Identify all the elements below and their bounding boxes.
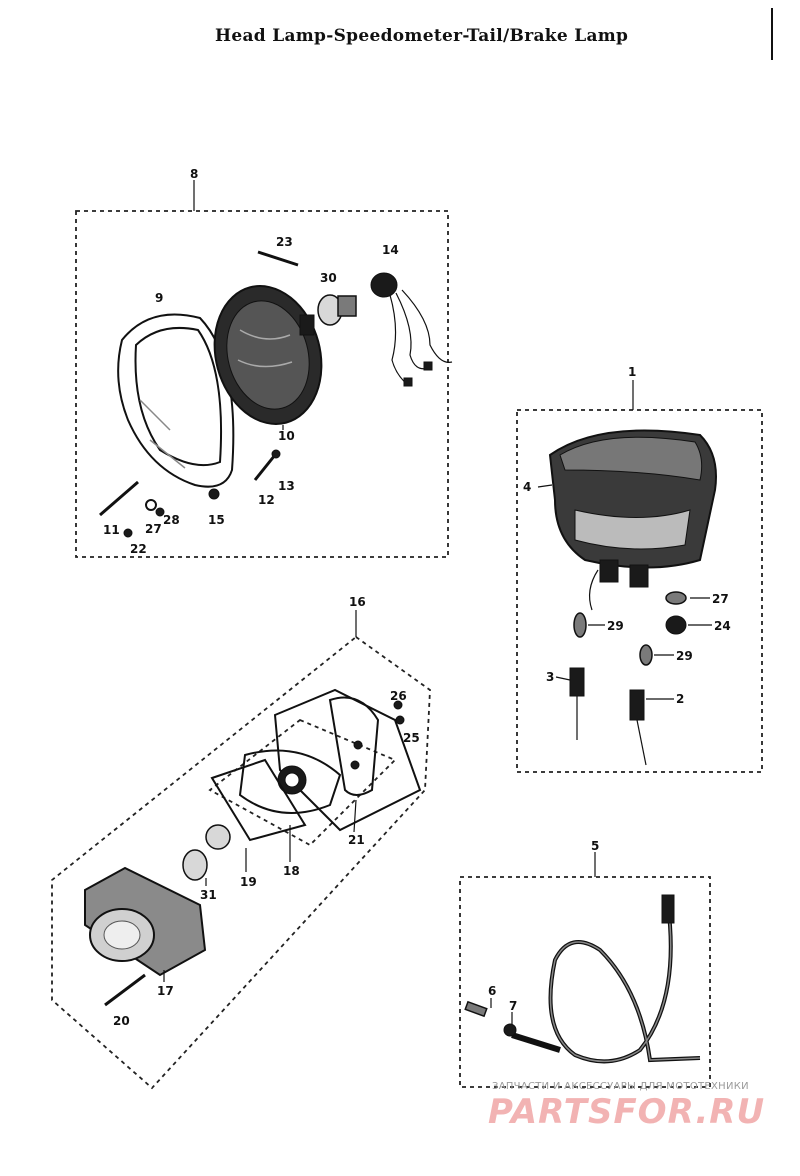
headlamp-rim xyxy=(117,313,235,488)
lock-washer xyxy=(123,528,133,538)
callout-25: 25 xyxy=(403,731,420,745)
socket-3 xyxy=(569,667,585,740)
callout-30: 30 xyxy=(320,271,337,285)
tail-bulb xyxy=(182,824,231,881)
callout-31: 31 xyxy=(200,888,217,902)
headlamp-unit xyxy=(213,285,323,425)
washer xyxy=(145,499,157,511)
callout-22: 22 xyxy=(130,542,147,556)
bolt-26 xyxy=(393,700,403,710)
callout-27b: 27 xyxy=(712,592,729,606)
callout-7: 7 xyxy=(509,999,517,1013)
spring xyxy=(271,449,281,459)
nut xyxy=(208,488,220,500)
callout-1: 1 xyxy=(628,365,636,379)
lens-screw xyxy=(104,973,146,1007)
callout-13: 13 xyxy=(278,479,295,493)
callout-5: 5 xyxy=(591,839,599,853)
callout-29b: 29 xyxy=(676,649,693,663)
nut-small xyxy=(155,507,165,517)
callout-16: 16 xyxy=(349,595,366,609)
mounting-bolt xyxy=(99,480,139,517)
callout-23: 23 xyxy=(276,235,293,249)
callout-12: 12 xyxy=(258,493,275,507)
adjust-screw xyxy=(253,454,277,481)
callout-24: 24 xyxy=(714,619,731,633)
callout-6: 6 xyxy=(488,984,496,998)
headlamp-group xyxy=(75,180,453,558)
nut-25 xyxy=(395,715,405,725)
taillamp-group xyxy=(51,610,431,1090)
watermark-logo: PARTSFOR.RU xyxy=(488,1092,766,1132)
callout-11: 11 xyxy=(103,523,120,537)
taillamp-box xyxy=(51,635,431,1090)
callout-26: 26 xyxy=(390,689,407,703)
pin xyxy=(257,250,299,267)
speedometer-cable xyxy=(511,894,701,1064)
callouts: 8 9 23 30 14 10 13 12 15 11 27 28 22 1 4… xyxy=(103,167,731,1028)
cable-washer xyxy=(503,1023,517,1037)
callout-20: 20 xyxy=(113,1014,130,1028)
cable-box xyxy=(459,876,711,1088)
lamp-gasket xyxy=(210,758,307,842)
callout-3: 3 xyxy=(546,670,554,684)
bulb-a xyxy=(573,612,587,638)
callout-2: 2 xyxy=(676,692,684,706)
callout-28: 28 xyxy=(163,513,180,527)
tail-lens xyxy=(84,866,207,977)
speedometer-box xyxy=(516,409,763,773)
callout-8: 8 xyxy=(190,167,198,181)
callout-14: 14 xyxy=(382,243,399,257)
bulb-socket xyxy=(370,272,453,387)
callout-27a: 27 xyxy=(145,522,162,536)
headlamp-bulb xyxy=(317,294,357,326)
cushion xyxy=(665,615,687,635)
callout-19: 19 xyxy=(240,875,257,889)
callout-15: 15 xyxy=(208,513,225,527)
speedometer-body xyxy=(548,429,717,611)
headlamp-box xyxy=(75,210,449,558)
license-bracket xyxy=(273,688,422,832)
grommet xyxy=(665,591,687,605)
callout-29a: 29 xyxy=(607,619,624,633)
callout-4: 4 xyxy=(523,480,531,494)
leader-lines xyxy=(163,425,712,1024)
bulb-b xyxy=(639,644,653,666)
lamp-base xyxy=(238,749,342,814)
speedometer-group xyxy=(516,380,763,773)
cable-group xyxy=(459,852,711,1088)
callout-18: 18 xyxy=(283,864,300,878)
watermark-caption: ЗАПЧАСТИ И АКСЕССУАРЫ ДЛЯ МОТОТЕХНИКИ xyxy=(492,1081,749,1092)
callout-21: 21 xyxy=(348,833,365,847)
callout-17: 17 xyxy=(157,984,174,998)
diagram-title: Head Lamp-Speedometer-Tail/Brake Lamp xyxy=(215,26,629,46)
socket-2 xyxy=(629,689,647,766)
callout-10: 10 xyxy=(278,429,295,443)
cable-end xyxy=(464,1000,488,1018)
callout-9: 9 xyxy=(155,291,163,305)
